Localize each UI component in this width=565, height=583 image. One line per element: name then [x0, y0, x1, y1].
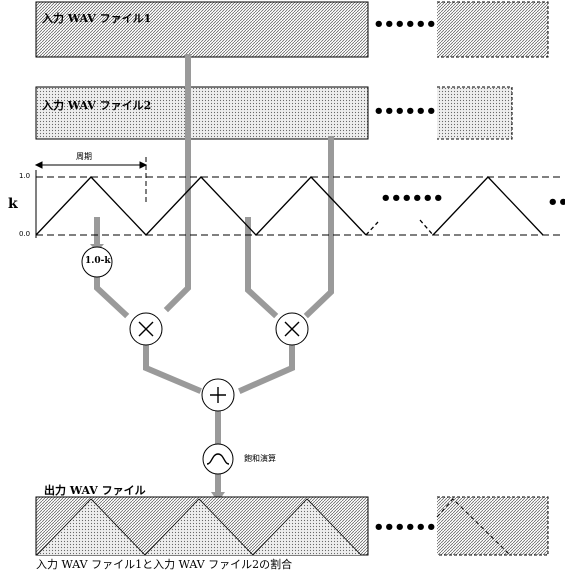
period-marker — [34, 157, 148, 205]
saturation-label: 飽和演算 — [244, 454, 276, 463]
plus-icon — [210, 387, 226, 403]
arrow-mult2-to-add — [238, 343, 295, 394]
saturation-node — [202, 443, 234, 475]
op-symbols — [138, 321, 300, 465]
ratio-caption: 入力 WAV ファイル1と入力 WAV ファイル2の割合 — [36, 558, 293, 571]
multiply-icon-1 — [138, 321, 154, 337]
one-minus-k-label: 1.0-k — [85, 256, 111, 266]
input-file-1-label: 入力 WAV ファイル1 — [42, 12, 152, 25]
arrow-file1-to-mult1 — [163, 54, 191, 313]
output-file-label: 出力 WAV ファイル — [44, 484, 146, 497]
arrow-oneminus-to-mult1 — [94, 274, 130, 319]
k-axis — [35, 170, 560, 238]
k-tick-top: 1.0 — [19, 172, 31, 180]
saturation-curve-icon — [206, 453, 230, 465]
k-end-dots: •• — [547, 192, 565, 213]
k-continuation-dots: •••••• — [380, 188, 444, 209]
multiply-icon-2 — [284, 321, 300, 337]
input-file-2 — [35, 86, 513, 140]
input-file-1-continuation-dots: •••••• — [373, 14, 437, 35]
input-file-2-continuation-dots: •••••• — [373, 101, 437, 122]
flow-arrows — [94, 54, 334, 495]
k-tick-bottom: 0.0 — [19, 230, 31, 238]
output-continuation-dots: •••••• — [373, 517, 437, 538]
input-file-1 — [35, 1, 549, 58]
arrow-file1-to-mult2 — [245, 217, 279, 319]
one-minus-k-node — [81, 246, 113, 278]
arrow-file2-to-mult2 — [303, 136, 334, 319]
period-label: 周期 — [76, 152, 92, 161]
output-file — [35, 496, 549, 556]
k-axis-label: k — [8, 196, 18, 212]
op-circles — [81, 246, 309, 475]
arrow-mult1-to-add — [143, 343, 202, 394]
input-file-2-label: 入力 WAV ファイル2 — [42, 99, 152, 112]
k-waveform — [35, 176, 544, 236]
